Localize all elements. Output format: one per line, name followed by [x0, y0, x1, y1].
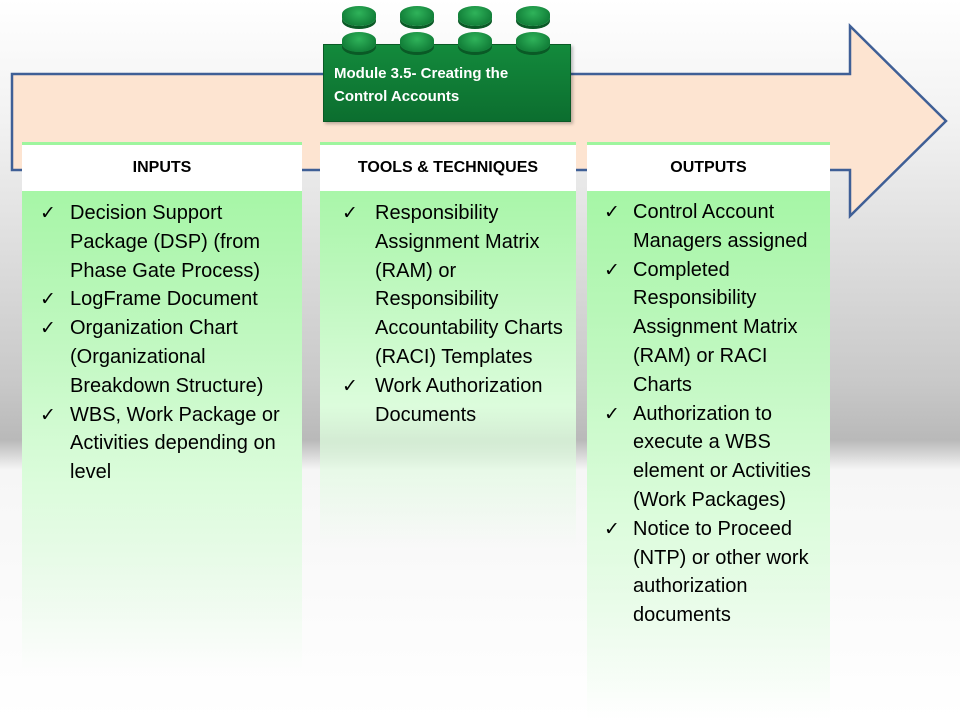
- tools-list: ✓ Responsibility Assignment Matrix (RAM) …: [320, 199, 576, 429]
- list-item-text: WBS, Work Package or Activities dependin…: [70, 403, 280, 484]
- list-item-text: Completed Responsibility Assignment Matr…: [633, 258, 798, 396]
- outputs-list: ✓ Control Account Managers assigned ✓ Comp…: [587, 198, 830, 630]
- list-item: ✓ LogFrame Document: [22, 285, 302, 314]
- list-item-text: Work Authorization Documents: [375, 374, 543, 426]
- list-item: ✓ Decision Support Package (DSP) (from Ph…: [22, 199, 302, 285]
- brick-stud: [342, 32, 376, 52]
- list-item: ✓ Completed Responsibility Assignment Mat…: [587, 256, 830, 400]
- checkmark-icon: ✓: [604, 201, 620, 223]
- list-item-text: Control Account Managers assigned: [633, 201, 808, 252]
- list-item-text: LogFrame Document: [70, 288, 258, 311]
- checkmark-icon: ✓: [40, 403, 56, 426]
- module-brick: Module 3.5- Creating the Control Account…: [320, 0, 571, 122]
- list-item: ✓ Organization Chart (Organizational Brea…: [22, 314, 302, 400]
- brick-stud: [458, 6, 492, 26]
- list-item-text: Responsibility Assignment Matrix (RAM) o…: [375, 202, 563, 368]
- list-item-text: Notice to Proceed (NTP) or other work au…: [633, 517, 809, 627]
- brick-stud: [400, 6, 434, 26]
- brick-stud: [342, 6, 376, 26]
- checkmark-icon: ✓: [40, 202, 56, 224]
- brick-body: [323, 44, 571, 122]
- checkmark-icon: ✓: [342, 374, 358, 397]
- tools-header: TOOLS & TECHNIQUES: [320, 145, 576, 191]
- checkmark-icon: ✓: [40, 288, 56, 311]
- list-item-text: Organization Chart (Organizational Break…: [70, 317, 264, 397]
- tools-panel: TOOLS & TECHNIQUES ✓ Responsibility Assig…: [320, 142, 576, 548]
- list-item: ✓ Control Account Managers assigned: [587, 198, 830, 256]
- list-item: ✓ Responsibility Assignment Matrix (RAM) …: [320, 199, 576, 372]
- checkmark-icon: ✓: [40, 317, 56, 340]
- inputs-header: INPUTS: [22, 145, 302, 191]
- list-item: ✓ WBS, Work Package or Activities dependi…: [22, 401, 302, 487]
- list-item-text: Authorization to execute a WBS element o…: [633, 402, 811, 511]
- module-title: Module 3.5- Creating the Control Account…: [334, 65, 509, 105]
- brick-stud: [400, 32, 434, 52]
- list-item: ✓ Authorization to execute a WBS element …: [587, 400, 830, 515]
- checkmark-icon: ✓: [342, 202, 358, 224]
- outputs-panel: OUTPUTS ✓ Control Account Managers assign…: [587, 142, 830, 720]
- checkmark-icon: ✓: [604, 402, 620, 425]
- checkmark-icon: ✓: [604, 258, 620, 281]
- brick-stud: [458, 32, 492, 52]
- checkmark-icon: ✓: [604, 517, 620, 540]
- list-item-text: Decision Support Package (DSP) (from Pha…: [70, 202, 261, 282]
- inputs-panel: INPUTS ✓ Decision Support Package (DSP) (…: [22, 142, 302, 670]
- list-item: ✓ Notice to Proceed (NTP) or other work a…: [587, 515, 830, 630]
- outputs-header: OUTPUTS: [587, 145, 830, 191]
- inputs-list: ✓ Decision Support Package (DSP) (from Ph…: [22, 199, 302, 487]
- list-item: ✓ Work Authorization Documents: [320, 372, 576, 430]
- brick-stud: [516, 32, 550, 52]
- brick-stud: [516, 6, 550, 26]
